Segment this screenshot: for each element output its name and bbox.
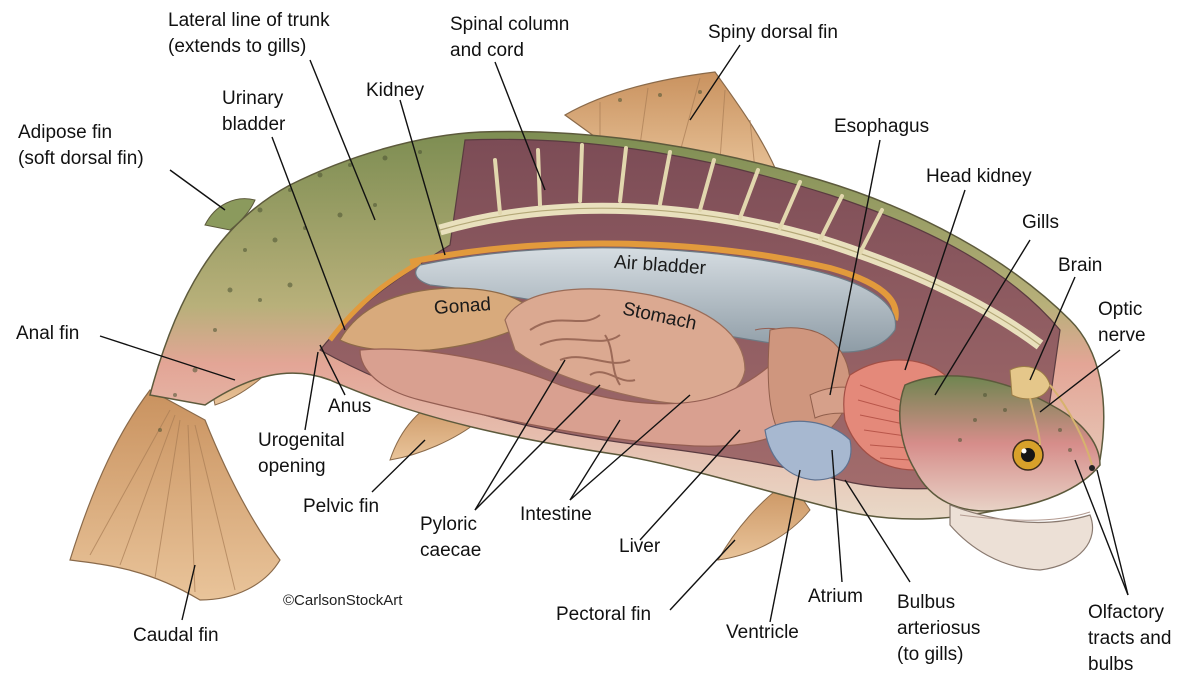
vertebral-spines (493, 143, 884, 255)
heart-shape (764, 420, 852, 481)
pectoral-fin-shape (717, 479, 811, 561)
pyloric-caecae-shape (529, 314, 636, 386)
label-gills: Gills (1022, 212, 1059, 233)
gill-filaments (857, 384, 911, 461)
caudal-fin-shape (69, 389, 281, 601)
label-adipose-fin: Adipose fin (soft dorsal fin) (18, 122, 144, 169)
mouth-shape (949, 504, 1094, 571)
label-gonad: Gonad (433, 294, 492, 319)
caudal-fin-rays (89, 409, 236, 593)
label-urinary-bladder: Urinary bladder (222, 88, 286, 135)
olfactory-tract-shape (1049, 384, 1093, 466)
adipose-fin-shape (204, 198, 256, 231)
label-pyloric-caecae: Pyloric caecae (420, 514, 482, 561)
label-liver: Liver (619, 536, 661, 557)
kidney-shape (409, 240, 899, 321)
label-brain: Brain (1058, 255, 1103, 276)
leader-lines (99, 44, 1129, 623)
label-spiny-dorsal-fin: Spiny dorsal fin (708, 22, 838, 43)
label-spinal-column: Spinal column and cord (450, 14, 570, 61)
label-lateral-line: Lateral line of trunk (extends to gills) (168, 10, 330, 57)
label-bulbus-arteriosus: Bulbus arteriosus (to gills) (897, 592, 981, 665)
label-head-kidney: Head kidney (926, 166, 1032, 187)
label-kidney: Kidney (366, 80, 425, 101)
label-optic-nerve: Optic nerve (1098, 299, 1146, 346)
label-olfactory-tracts: Olfactory tracts and bulbs (1088, 602, 1172, 675)
label-atrium: Atrium (808, 586, 863, 607)
label-pectoral-fin: Pectoral fin (556, 604, 652, 625)
label-pelvic-fin: Pelvic fin (303, 496, 380, 517)
label-ventricle: Ventricle (726, 622, 799, 643)
label-esophagus: Esophagus (834, 116, 930, 137)
label-urogenital-opening: Urogenital opening (258, 430, 345, 477)
label-anal-fin: Anal fin (16, 323, 80, 344)
optic-nerve-shape (1029, 397, 1041, 446)
label-intestine: Intestine (520, 504, 592, 525)
label-caudal-fin: Caudal fin (133, 625, 219, 646)
label-anus: Anus (328, 396, 372, 417)
stomach-shape (504, 288, 746, 405)
copyright-text: ©CarlsonStockArt (283, 592, 403, 609)
